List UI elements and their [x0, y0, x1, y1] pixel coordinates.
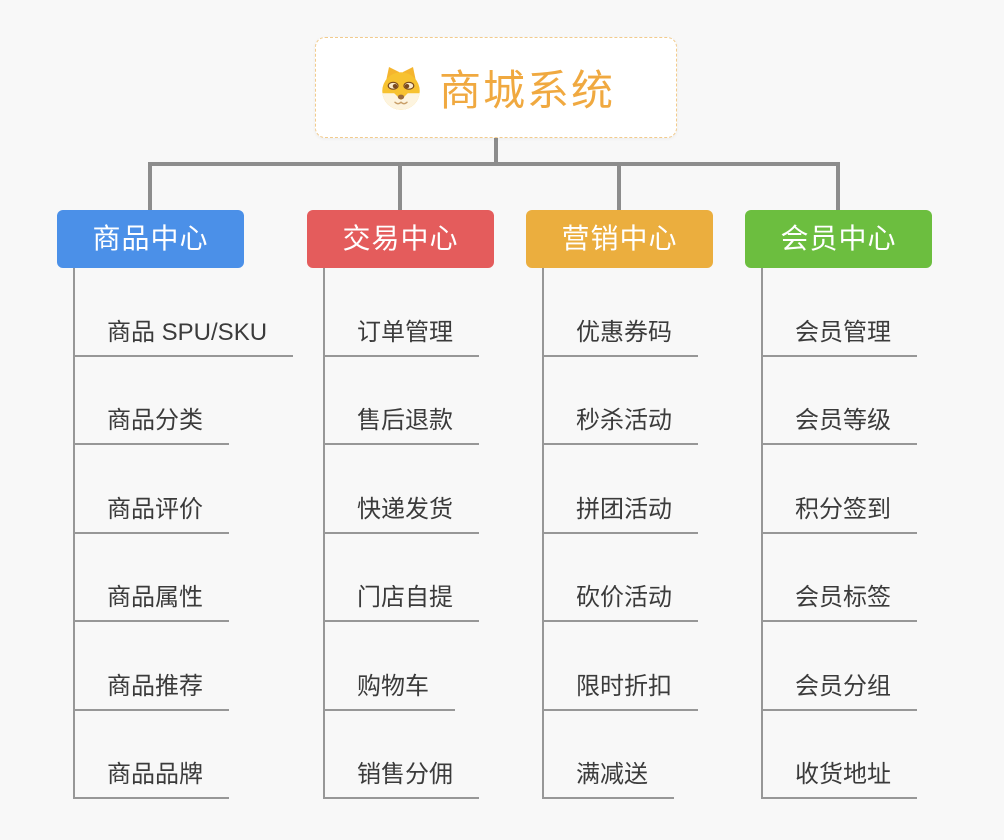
list-item: 限时折扣 — [544, 622, 698, 711]
list-item: 会员管理 — [763, 268, 917, 357]
list-item: 砍价活动 — [544, 534, 698, 622]
list-item: 销售分佣 — [325, 711, 479, 799]
connector-drop-member — [836, 164, 840, 210]
leaf-topic[interactable]: 会员管理 — [763, 312, 917, 357]
list-item: 订单管理 — [325, 268, 479, 357]
child-list-product: 商品 SPU/SKU 商品分类 商品评价 商品属性 商品推荐 商品品牌 — [73, 268, 294, 799]
leaf-topic[interactable]: 快递发货 — [325, 489, 479, 534]
leaf-topic[interactable]: 商品推荐 — [75, 666, 229, 711]
dog-face-icon — [377, 64, 425, 112]
list-item: 快递发货 — [325, 445, 479, 534]
list-item: 门店自提 — [325, 534, 479, 622]
child-list-member: 会员管理 会员等级 积分签到 会员标签 会员分组 收货地址 — [761, 268, 917, 799]
list-item: 会员等级 — [763, 357, 917, 445]
connector-rail — [148, 162, 840, 166]
list-item: 会员标签 — [763, 534, 917, 622]
child-list-trade: 订单管理 售后退款 快递发货 门店自提 购物车 销售分佣 — [323, 268, 479, 799]
leaf-topic[interactable]: 售后退款 — [325, 400, 479, 445]
connector-drop-marketing — [617, 164, 621, 210]
leaf-topic[interactable]: 收货地址 — [763, 754, 917, 799]
leaf-topic[interactable]: 限时折扣 — [544, 666, 698, 711]
leaf-topic[interactable]: 积分签到 — [763, 489, 917, 534]
list-item: 满减送 — [544, 711, 698, 799]
leaf-topic[interactable]: 拼团活动 — [544, 489, 698, 534]
list-item: 拼团活动 — [544, 445, 698, 534]
branch-marketing-center[interactable]: 营销中心 — [526, 210, 713, 268]
branch-trade-center[interactable]: 交易中心 — [307, 210, 494, 268]
branch-member-center[interactable]: 会员中心 — [745, 210, 932, 268]
leaf-topic[interactable]: 会员标签 — [763, 577, 917, 622]
leaf-topic[interactable]: 商品评价 — [75, 489, 229, 534]
list-item: 商品评价 — [75, 445, 293, 534]
leaf-topic[interactable]: 门店自提 — [325, 577, 479, 622]
leaf-topic[interactable]: 购物车 — [325, 666, 455, 711]
list-item: 会员分组 — [763, 622, 917, 711]
list-item: 积分签到 — [763, 445, 917, 534]
leaf-topic[interactable]: 商品品牌 — [75, 754, 229, 799]
leaf-topic[interactable]: 商品分类 — [75, 400, 229, 445]
leaf-topic[interactable]: 优惠券码 — [544, 312, 698, 357]
leaf-topic[interactable]: 会员分组 — [763, 666, 917, 711]
root-node[interactable]: 商城系统 — [315, 37, 677, 138]
list-item: 商品属性 — [75, 534, 293, 622]
leaf-topic[interactable]: 会员等级 — [763, 400, 917, 445]
leaf-topic[interactable]: 商品 SPU/SKU — [75, 312, 294, 357]
leaf-topic[interactable]: 满减送 — [544, 754, 674, 799]
root-title: 商城系统 — [438, 67, 615, 114]
leaf-topic[interactable]: 商品属性 — [75, 577, 229, 622]
list-item: 商品分类 — [75, 357, 293, 445]
leaf-topic[interactable]: 砍价活动 — [544, 577, 698, 622]
list-item: 购物车 — [325, 622, 479, 711]
list-item: 商品 SPU/SKU — [75, 268, 294, 357]
connector-drop-product — [148, 164, 152, 210]
leaf-topic[interactable]: 秒杀活动 — [544, 400, 698, 445]
child-list-marketing: 优惠券码 秒杀活动 拼团活动 砍价活动 限时折扣 满减送 — [542, 268, 698, 799]
list-item: 秒杀活动 — [544, 357, 698, 445]
list-item: 商品推荐 — [75, 622, 293, 711]
connector-root-drop — [494, 138, 498, 164]
list-item: 商品品牌 — [75, 711, 293, 799]
list-item: 优惠券码 — [544, 268, 698, 357]
list-item: 售后退款 — [325, 357, 479, 445]
connector-drop-trade — [398, 164, 402, 210]
branch-product-center[interactable]: 商品中心 — [57, 210, 244, 268]
leaf-topic[interactable]: 销售分佣 — [325, 754, 479, 799]
leaf-topic[interactable]: 订单管理 — [325, 312, 479, 357]
list-item: 收货地址 — [763, 711, 917, 799]
